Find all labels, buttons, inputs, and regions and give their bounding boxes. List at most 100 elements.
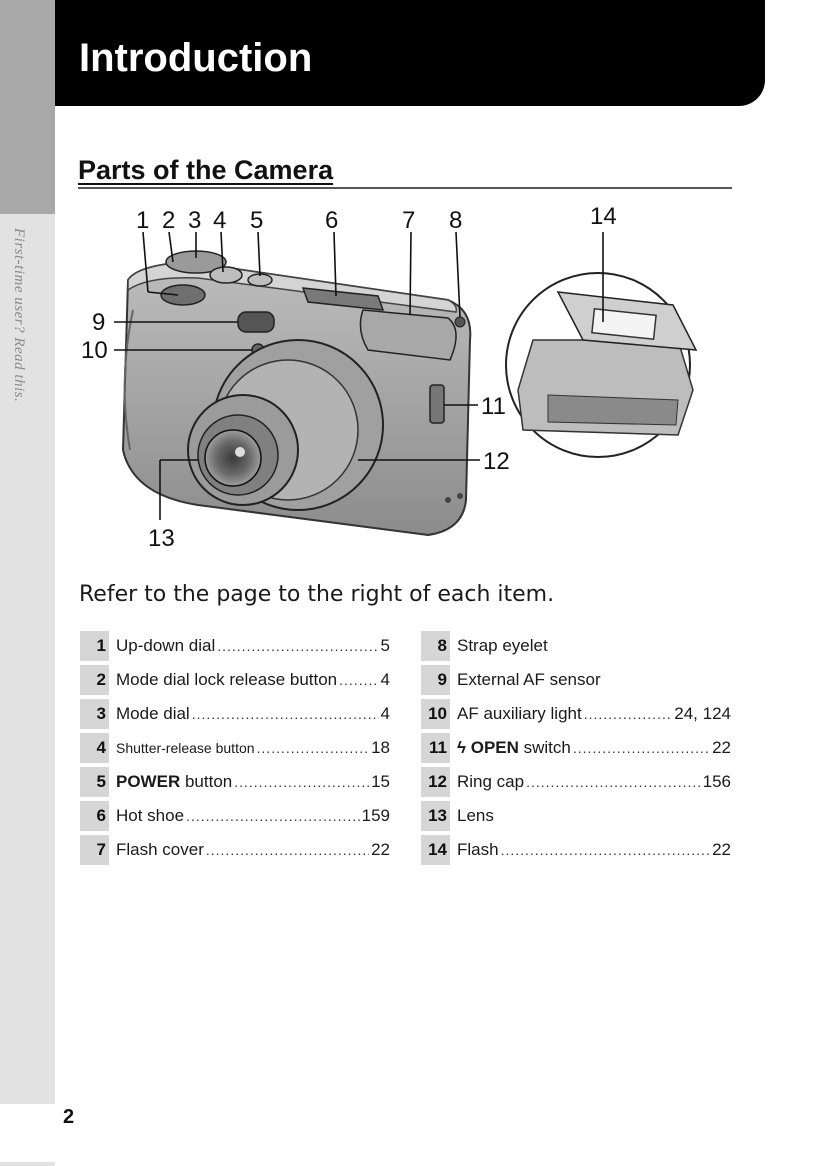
flash-inset (505, 272, 698, 458)
part-label: Shutter-release button..................… (116, 738, 390, 758)
header-bar: Introduction (55, 0, 765, 106)
part-name: Up-down dial (116, 636, 215, 656)
part-number: 1 (80, 630, 109, 661)
part-page: 5 (380, 635, 390, 655)
part-name: ϟ OPEN switch (457, 738, 571, 758)
part-page: 24, 124 (674, 703, 731, 723)
part-name: Hot shoe (116, 806, 184, 826)
part-number: 7 (80, 834, 109, 865)
part-name: AF auxiliary light (457, 704, 582, 724)
callout-numbers: 1 2 3 4 5 6 7 8 9 10 11 12 13 14 (81, 203, 617, 552)
page-title: Introduction (79, 36, 313, 80)
callout-14: 14 (590, 203, 617, 230)
intro-text: Refer to the page to the right of each i… (79, 582, 555, 607)
callout-9: 9 (92, 309, 105, 336)
part-label: Ring cap................................… (457, 772, 731, 792)
leader-dots: ........................................… (186, 807, 360, 824)
callout-2: 2 (162, 207, 175, 234)
camera-figure: 1 2 3 4 5 6 7 8 9 10 11 12 13 14 (78, 200, 738, 560)
part-name: Lens (457, 806, 494, 826)
part-label: Strap eyelet (457, 636, 731, 656)
part-name: Ring cap (457, 772, 524, 792)
part-name-text: Shutter-release button (116, 739, 255, 756)
camera-lens (187, 339, 384, 511)
part-page: 22 (712, 737, 731, 757)
part-number: 4 (80, 732, 109, 763)
part-name-text: Ring cap (457, 771, 525, 791)
part-page: 22 (371, 839, 390, 859)
leader-dots: ........................................… (217, 637, 379, 654)
part-label: External AF sensor (457, 670, 731, 690)
part-number: 8 (421, 630, 450, 661)
part-label: Lens (457, 806, 731, 826)
parts-list-right: 8 Strap eyelet 9 External AF sensor 10 AF aux… (421, 629, 731, 867)
part-name: Flash cover (116, 840, 204, 860)
leader-dots: ........................................… (234, 773, 369, 790)
part-name-bold: POWER (116, 771, 181, 791)
part-number: 13 (421, 800, 450, 831)
part-label: Flash...................................… (457, 840, 731, 860)
callout-8: 8 (449, 207, 462, 234)
part-name-bold: ϟ OPEN (457, 737, 519, 757)
camera-illustration: 1 2 3 4 5 6 7 8 9 10 11 12 13 14 (81, 203, 698, 552)
part-row: 3 Mode dial..............................… (80, 697, 390, 730)
leader-dots: ........................................… (526, 773, 701, 790)
part-label: AF auxiliary light......................… (457, 704, 731, 724)
part-number: 9 (421, 664, 450, 695)
part-name-text: AF auxiliary light (457, 703, 582, 723)
part-page: 15 (371, 771, 390, 791)
callout-1: 1 (136, 207, 149, 234)
part-row: 8 Strap eyelet (421, 629, 731, 662)
part-page: 4 (380, 703, 390, 723)
side-strip-notch (0, 1104, 55, 1162)
part-name: Mode dial lock release button (116, 670, 337, 690)
callout-7: 7 (402, 207, 415, 234)
side-tab-text: First-time user? Read this. (11, 228, 27, 403)
callout-12: 12 (483, 448, 510, 475)
parts-list-left: 1 Up-down dial...........................… (80, 629, 390, 867)
callout-13: 13 (148, 525, 175, 552)
part-number: 3 (80, 698, 109, 729)
part-name: Flash (457, 840, 499, 860)
part-row: 14 Flash.................................… (421, 833, 731, 866)
section-title: Parts of the Camera (78, 155, 334, 185)
part-name: Strap eyelet (457, 636, 548, 656)
part-name: Mode dial (116, 704, 190, 724)
part-number: 6 (80, 800, 109, 831)
part-row: 4 Shutter-release button.................… (80, 731, 390, 764)
part-page: 156 (702, 771, 731, 791)
callout-4: 4 (213, 207, 226, 234)
part-name-text: Mode dial (116, 703, 190, 723)
part-name-text: switch (518, 737, 571, 757)
callout-6: 6 (325, 207, 338, 234)
part-label: POWER button............................… (116, 772, 390, 792)
part-name-text: Up-down dial (116, 635, 216, 655)
part-name-text: Hot shoe (116, 805, 185, 825)
part-label: Hot shoe................................… (116, 806, 390, 826)
callout-3: 3 (188, 207, 201, 234)
callout-leaders (114, 231, 604, 520)
part-name: External AF sensor (457, 670, 601, 690)
part-label: ϟ OPEN switch...........................… (457, 738, 731, 758)
part-name-text: Flash (457, 839, 499, 859)
leader-dots: ........................................… (572, 739, 710, 756)
leader-dots: ........................................… (500, 841, 711, 858)
part-name: Shutter-release button (116, 738, 255, 758)
part-number: 12 (421, 766, 450, 797)
part-name-text: External AF sensor (457, 669, 601, 689)
part-page: 159 (361, 805, 390, 825)
part-number: 14 (421, 834, 450, 865)
part-name-text: Lens (457, 805, 494, 825)
part-row: 10 AF auxiliary light....................… (421, 697, 731, 730)
part-row: 13 Lens (421, 799, 731, 832)
part-number: 10 (421, 698, 450, 729)
part-page: 22 (712, 839, 731, 859)
part-number: 11 (421, 732, 450, 763)
leader-dots: ........................................… (191, 705, 379, 722)
callout-10: 10 (81, 337, 108, 364)
callout-11: 11 (481, 393, 506, 420)
leader-dots: ........................................… (256, 739, 370, 756)
